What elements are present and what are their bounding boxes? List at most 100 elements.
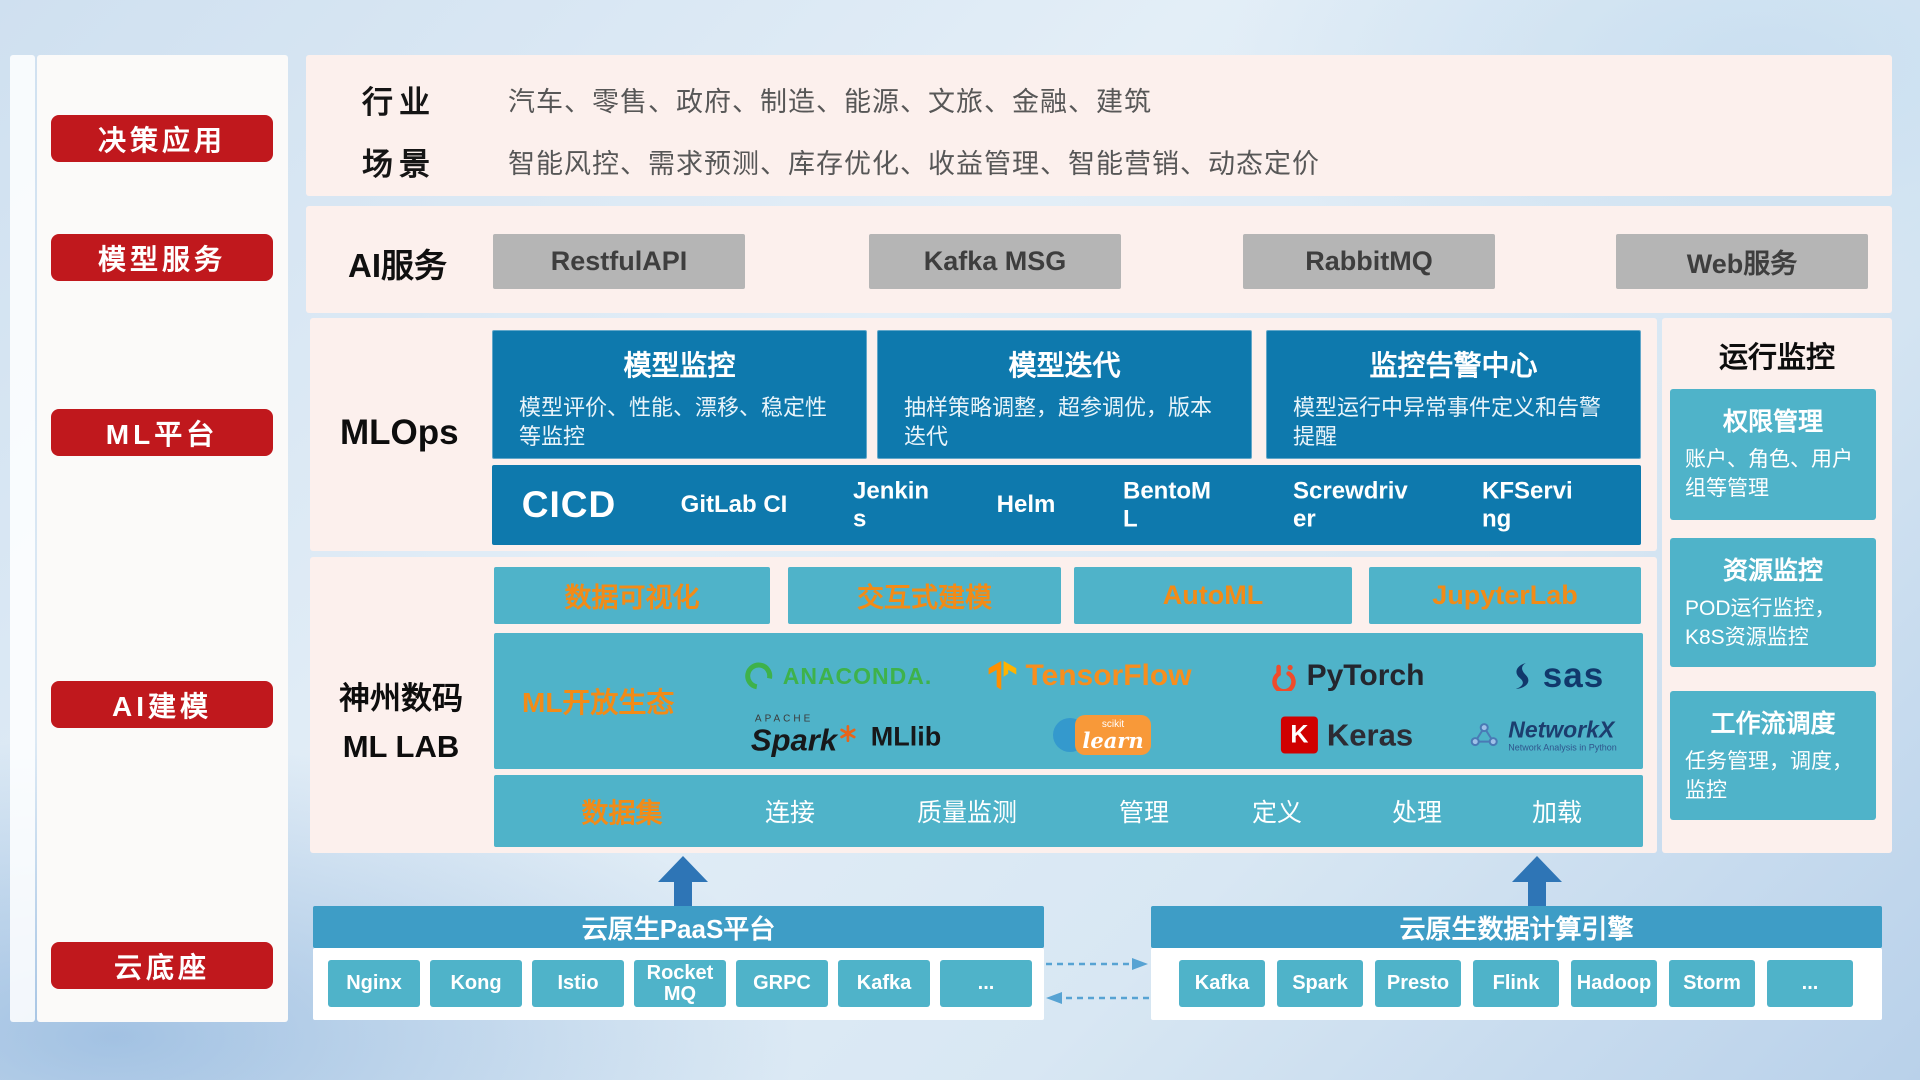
scikit-top-text: scikit [1101, 718, 1125, 730]
scene-list: 智能风控、需求预测、库存优化、收益管理、智能营销、动态定价 [508, 149, 1320, 179]
scikit-pill-icon: scikit learn [1075, 715, 1151, 755]
paas-chip-strip: Nginx Kong Istio RocketMQ GRPC Kafka ... [313, 948, 1044, 1020]
keras-logo: K Keras [1280, 716, 1414, 754]
dataset-item-process: 处理 [1391, 799, 1443, 827]
card-title: 权限管理 [1722, 408, 1823, 436]
spark-wordmark-block: APACHE Spark [750, 714, 857, 758]
anaconda-wordmark: ANACONDA. [782, 662, 933, 689]
keras-icon: K [1280, 716, 1318, 754]
card-desc: 抽样策略调整，超参调优，版本迭代 [904, 395, 1213, 450]
paas-chip-nginx: Nginx [328, 960, 420, 1007]
ml-lab-panel: 神州数码 ML LAB 数据可视化 交互式建模 AutoML JupyterLa… [310, 557, 1657, 853]
ml-open-ecosystem-box: ML开放生态 ANACONDA. TensorFlow P [494, 633, 1643, 769]
sas-icon [1515, 663, 1529, 689]
runtime-monitoring-title: 运行监控 [1718, 342, 1835, 374]
scene-label: 场景 [362, 147, 436, 182]
pytorch-icon [1272, 664, 1296, 691]
cicd-item-kfserving: KFServing [1482, 477, 1573, 532]
mlops-label: MLOps [340, 413, 459, 452]
keras-wordmark: Keras [1326, 717, 1414, 752]
anaconda-icon [745, 662, 773, 690]
dashed-flow-arrows-icon [1046, 958, 1149, 1004]
scikit-learn-mark: scikit learn [1053, 715, 1151, 755]
up-arrow-icon [658, 856, 708, 882]
sidebar-item-ml-platform: ML平台 [51, 409, 273, 456]
mlops-card-alert-center: 监控告警中心 模型运行中异常事件定义和告警提醒 [1266, 330, 1641, 459]
spark-star-icon [840, 724, 856, 743]
industry-label: 行业 [362, 85, 436, 120]
paas-chip-istio: Istio [532, 960, 624, 1007]
scikit-main-text: learn [1082, 727, 1144, 753]
data-engine-header: 云原生数据计算引擎 [1151, 906, 1882, 948]
engine-chip-flink: Flink [1473, 960, 1559, 1007]
paas-chip-more: ... [940, 960, 1032, 1007]
monitor-card-resources: 资源监控 POD运行监控，K8S资源监控 [1670, 538, 1876, 667]
engine-chip-presto: Presto [1375, 960, 1461, 1007]
tool-chip-interactive-modeling: 交互式建模 [788, 567, 1061, 624]
engine-chip-kafka: Kafka [1179, 960, 1265, 1007]
card-desc: 账户、角色、用户组等管理 [1685, 448, 1853, 500]
sidebar-item-model-service: 模型服务 [51, 234, 273, 281]
ai-service-panel: AI服务 RestfulAPI Kafka MSG RabbitMQ Web服务 [306, 206, 1892, 313]
ai-service-kafka-msg-button: Kafka MSG [869, 234, 1121, 289]
tensorflow-wordmark: TensorFlow [1025, 659, 1192, 692]
sidebar-item-ai-modeling: AI建模 [51, 681, 273, 728]
sidebar-item-decision-apps: 决策应用 [51, 115, 273, 162]
monitor-card-workflow: 工作流调度 任务管理，调度，监控 [1670, 691, 1876, 820]
mlops-panel: MLOps 模型监控 模型评价、性能、漂移、稳定性等监控 模型迭代 抽样策略调整… [310, 318, 1657, 551]
left-accent-strip [10, 55, 35, 1022]
paas-chip-kong: Kong [430, 960, 522, 1007]
cicd-item-jenkins: Jenkins [853, 477, 930, 532]
engine-chip-storm: Storm [1669, 960, 1755, 1007]
card-desc: 模型评价、性能、漂移、稳定性等监控 [519, 395, 828, 450]
mlops-card-model-monitoring: 模型监控 模型评价、性能、漂移、稳定性等监控 [492, 330, 867, 459]
networkx-wordmark-block: NetworkX Network Analysis in Python [1508, 717, 1617, 754]
cicd-item-screwdriver: Screwdriver [1293, 477, 1408, 532]
spark-wordmark: Spark [750, 722, 838, 758]
runtime-monitoring-panel: 运行监控 权限管理 账户、角色、用户组等管理 资源监控 POD运行监控，K8S资… [1662, 318, 1892, 853]
ml-open-ecosystem-label: ML开放生态 [522, 687, 675, 718]
ml-lab-label: 神州数码 ML LAB [310, 675, 492, 771]
dataset-item-load: 加载 [1531, 799, 1583, 827]
industry-list: 汽车、零售、政府、制造、能源、文旅、金融、建筑 [508, 87, 1152, 117]
engine-chip-more: ... [1767, 960, 1853, 1007]
engine-chip-strip: Kafka Spark Presto Flink Hadoop Storm ..… [1151, 948, 1882, 1020]
spark-logo: APACHE Spark [750, 714, 857, 758]
monitor-card-permissions: 权限管理 账户、角色、用户组等管理 [1670, 389, 1876, 520]
card-title: 模型迭代 [1008, 350, 1121, 381]
engine-chip-hadoop: Hadoop [1571, 960, 1657, 1007]
ml-lab-label-line2: ML LAB [342, 729, 460, 765]
keras-letter: K [1290, 720, 1309, 749]
dataset-item-manage: 管理 [1118, 799, 1170, 827]
up-arrow-icon [1512, 856, 1562, 882]
tool-chip-automl: AutoML [1074, 567, 1352, 624]
ai-service-rabbitmq-button: RabbitMQ [1243, 234, 1495, 289]
tensorflow-icon [988, 661, 1017, 690]
dataset-item-quality: 质量监测 [916, 799, 1018, 827]
card-title: 工作流调度 [1710, 710, 1836, 738]
card-title: 模型监控 [623, 350, 736, 381]
sidebar-item-cloud-base: 云底座 [51, 942, 273, 989]
paas-chip-kafka: Kafka [838, 960, 930, 1007]
dataset-bar: 数据集 连接 质量监测 管理 定义 处理 加载 [494, 775, 1643, 847]
up-arrow-stem [674, 879, 692, 907]
pytorch-wordmark: PyTorch [1306, 659, 1425, 692]
layer-sidebar: 决策应用 模型服务 ML平台 AI建模 云底座 [37, 55, 288, 1022]
paas-chip-grpc: GRPC [736, 960, 828, 1007]
tool-chip-jupyterlab: JupyterLab [1369, 567, 1641, 624]
sas-wordmark: sas [1542, 656, 1605, 695]
card-title: 监控告警中心 [1369, 350, 1538, 381]
ai-service-restfulapi-button: RestfulAPI [493, 234, 745, 289]
networkx-icon [1470, 723, 1498, 747]
cicd-item-bentoml: BentoML [1123, 477, 1211, 532]
dataset-label: 数据集 [581, 798, 663, 829]
mllib-wordmark: MLlib [870, 721, 942, 752]
ml-lab-label-line1: 神州数码 [339, 681, 463, 716]
ai-service-web-button: Web服务 [1616, 234, 1868, 289]
scikit-learn-logo: scikit learn [1053, 715, 1151, 755]
cicd-bar: CICD GitLab CI Jenkins Helm BentoML Scre… [492, 465, 1641, 545]
ai-service-label: AI服务 [348, 247, 447, 284]
paas-chip-rocketmq: RocketMQ [634, 960, 726, 1007]
up-arrow-stem [1528, 879, 1546, 907]
sas-logo: sas [1508, 656, 1604, 696]
